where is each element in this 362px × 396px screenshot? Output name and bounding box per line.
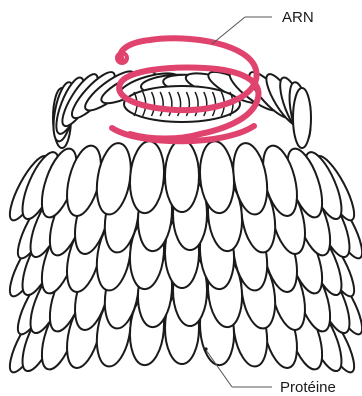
rna-label: ARN bbox=[282, 9, 314, 26]
top-subunit bbox=[293, 88, 311, 148]
protein-subunit bbox=[165, 140, 199, 212]
protein-subunits bbox=[3, 140, 362, 377]
protein-label: Protéine bbox=[280, 379, 336, 396]
